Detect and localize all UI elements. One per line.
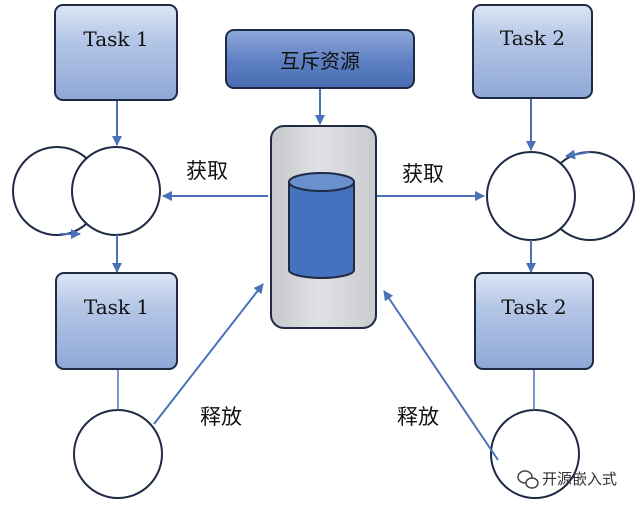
- task2-bottom-label: Task 2: [501, 295, 567, 319]
- watermark-text: 开源嵌入式: [542, 470, 618, 488]
- release-circle-left: [73, 409, 163, 499]
- mutex-resource-node: 互斥资源: [225, 29, 415, 89]
- arrow-release-right: [383, 290, 499, 461]
- release-label-left: 释放: [200, 405, 242, 429]
- task2-top-label: Task 2: [499, 25, 566, 50]
- release-circle-right: [490, 409, 580, 499]
- arrow-release-left: [153, 283, 264, 425]
- task2-bottom-node: Task 2: [474, 272, 594, 370]
- acquire-label-right: 获取: [402, 162, 444, 186]
- mutex-label: 互斥资源: [280, 48, 360, 73]
- shared-resource-container: [270, 125, 377, 329]
- task1-bottom-label: Task 1: [83, 295, 150, 319]
- task1-top-label: Task 1: [83, 26, 149, 51]
- wechat-logo-icon: [517, 470, 539, 489]
- task1-top-node: Task 1: [54, 4, 178, 101]
- release-label-right: 释放: [397, 405, 439, 429]
- loop-arrow-right: [565, 149, 591, 160]
- acquire-circle-left: [71, 146, 161, 236]
- task1-bottom-node: Task 1: [55, 272, 178, 370]
- acquire-circle-right: [486, 151, 576, 241]
- acquire-label-left: 获取: [186, 159, 228, 183]
- task2-top-node: Task 2: [472, 4, 593, 99]
